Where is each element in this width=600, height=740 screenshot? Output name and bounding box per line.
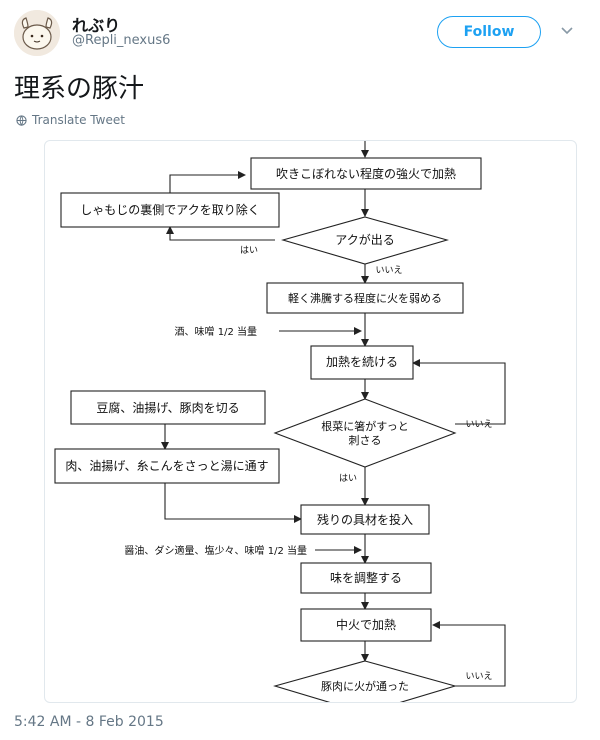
tweet-timestamp[interactable]: 5:42 AM - 8 Feb 2015 — [14, 714, 164, 730]
flow-box-boil-strong — [250, 157, 482, 190]
flow-text-adjust: 味を調整する — [330, 570, 402, 585]
flow-label-yes2: はい — [339, 473, 357, 484]
chevron-down-icon[interactable] — [560, 24, 574, 38]
flow-text-add-sake: 酒、味噌 1/2 当量 — [175, 325, 257, 338]
tweet-media-image[interactable]: 吹きこぼれない程度の強火で加熱 しゃもじの裏側でアクを取り除く アクが出る はい… — [44, 140, 577, 703]
flow-text-cut-tofu: 豆腐、油揚げ、豚肉を切る — [96, 400, 239, 415]
flow-label-no1: いいえ — [375, 265, 402, 276]
flow-label-yes1: はい — [240, 245, 258, 256]
flow-box-blanch — [54, 448, 280, 484]
flow-box-cut-tofu — [70, 390, 266, 425]
tweet-text: 理系の豚汁 — [14, 74, 145, 104]
globe-icon — [16, 114, 27, 126]
flow-box-adjust — [300, 562, 432, 594]
avatar-image — [14, 10, 60, 56]
flow-text-pork-q: 豚肉に火が通った — [321, 679, 409, 693]
flow-box-medium-heat — [300, 608, 432, 642]
flow-text-medium-heat: 中火で加熱 — [336, 617, 396, 632]
flow-text-blanch: 肉、油揚げ、糸こんをさっと湯に通す — [65, 459, 268, 473]
flow-text-boil-strong: 吹きこぼれない程度の強火で加熱 — [276, 166, 456, 181]
flowchart: 吹きこぼれない程度の強火で加熱 しゃもじの裏側でアクを取り除く アクが出る はい… — [54, 141, 506, 702]
flow-label-no3: いいえ — [465, 671, 492, 682]
flow-text-keep-heating: 加熱を続ける — [326, 355, 398, 369]
display-name[interactable]: れぶり — [72, 16, 121, 35]
flow-box-lower-heat — [266, 282, 464, 314]
flow-diamond-scum — [281, 216, 449, 265]
flow-text-add-rest: 残りの具材を投入 — [317, 512, 413, 527]
flow-text-root-q-1: 根菜に箸がすっと — [321, 419, 409, 433]
translate-tweet-link[interactable]: Translate Tweet — [16, 113, 125, 127]
flow-box-skim — [60, 192, 280, 228]
flow-text-scum-q: アクが出る — [335, 232, 394, 247]
user-handle[interactable]: @Repli_nexus6 — [72, 33, 171, 48]
flow-box-keep-heating — [310, 345, 414, 380]
flow-text-skim: しゃもじの裏側でアクを取り除く — [80, 202, 259, 217]
translate-label: Translate Tweet — [32, 113, 125, 127]
avatar[interactable] — [14, 10, 60, 56]
flow-diamond-pork — [273, 660, 457, 702]
flow-diamond-root — [273, 398, 457, 468]
flow-box-add-rest — [300, 504, 430, 535]
flow-text-root-q-2: 刺さる — [349, 434, 382, 447]
flow-text-lower-heat: 軽く沸騰する程度に火を弱める — [288, 291, 442, 305]
follow-button[interactable]: Follow — [437, 16, 541, 48]
flow-text-seasoning: 醤油、ダシ適量、塩少々、味噌 1/2 当量 — [124, 544, 307, 557]
flow-label-no2: いいえ — [465, 419, 492, 430]
